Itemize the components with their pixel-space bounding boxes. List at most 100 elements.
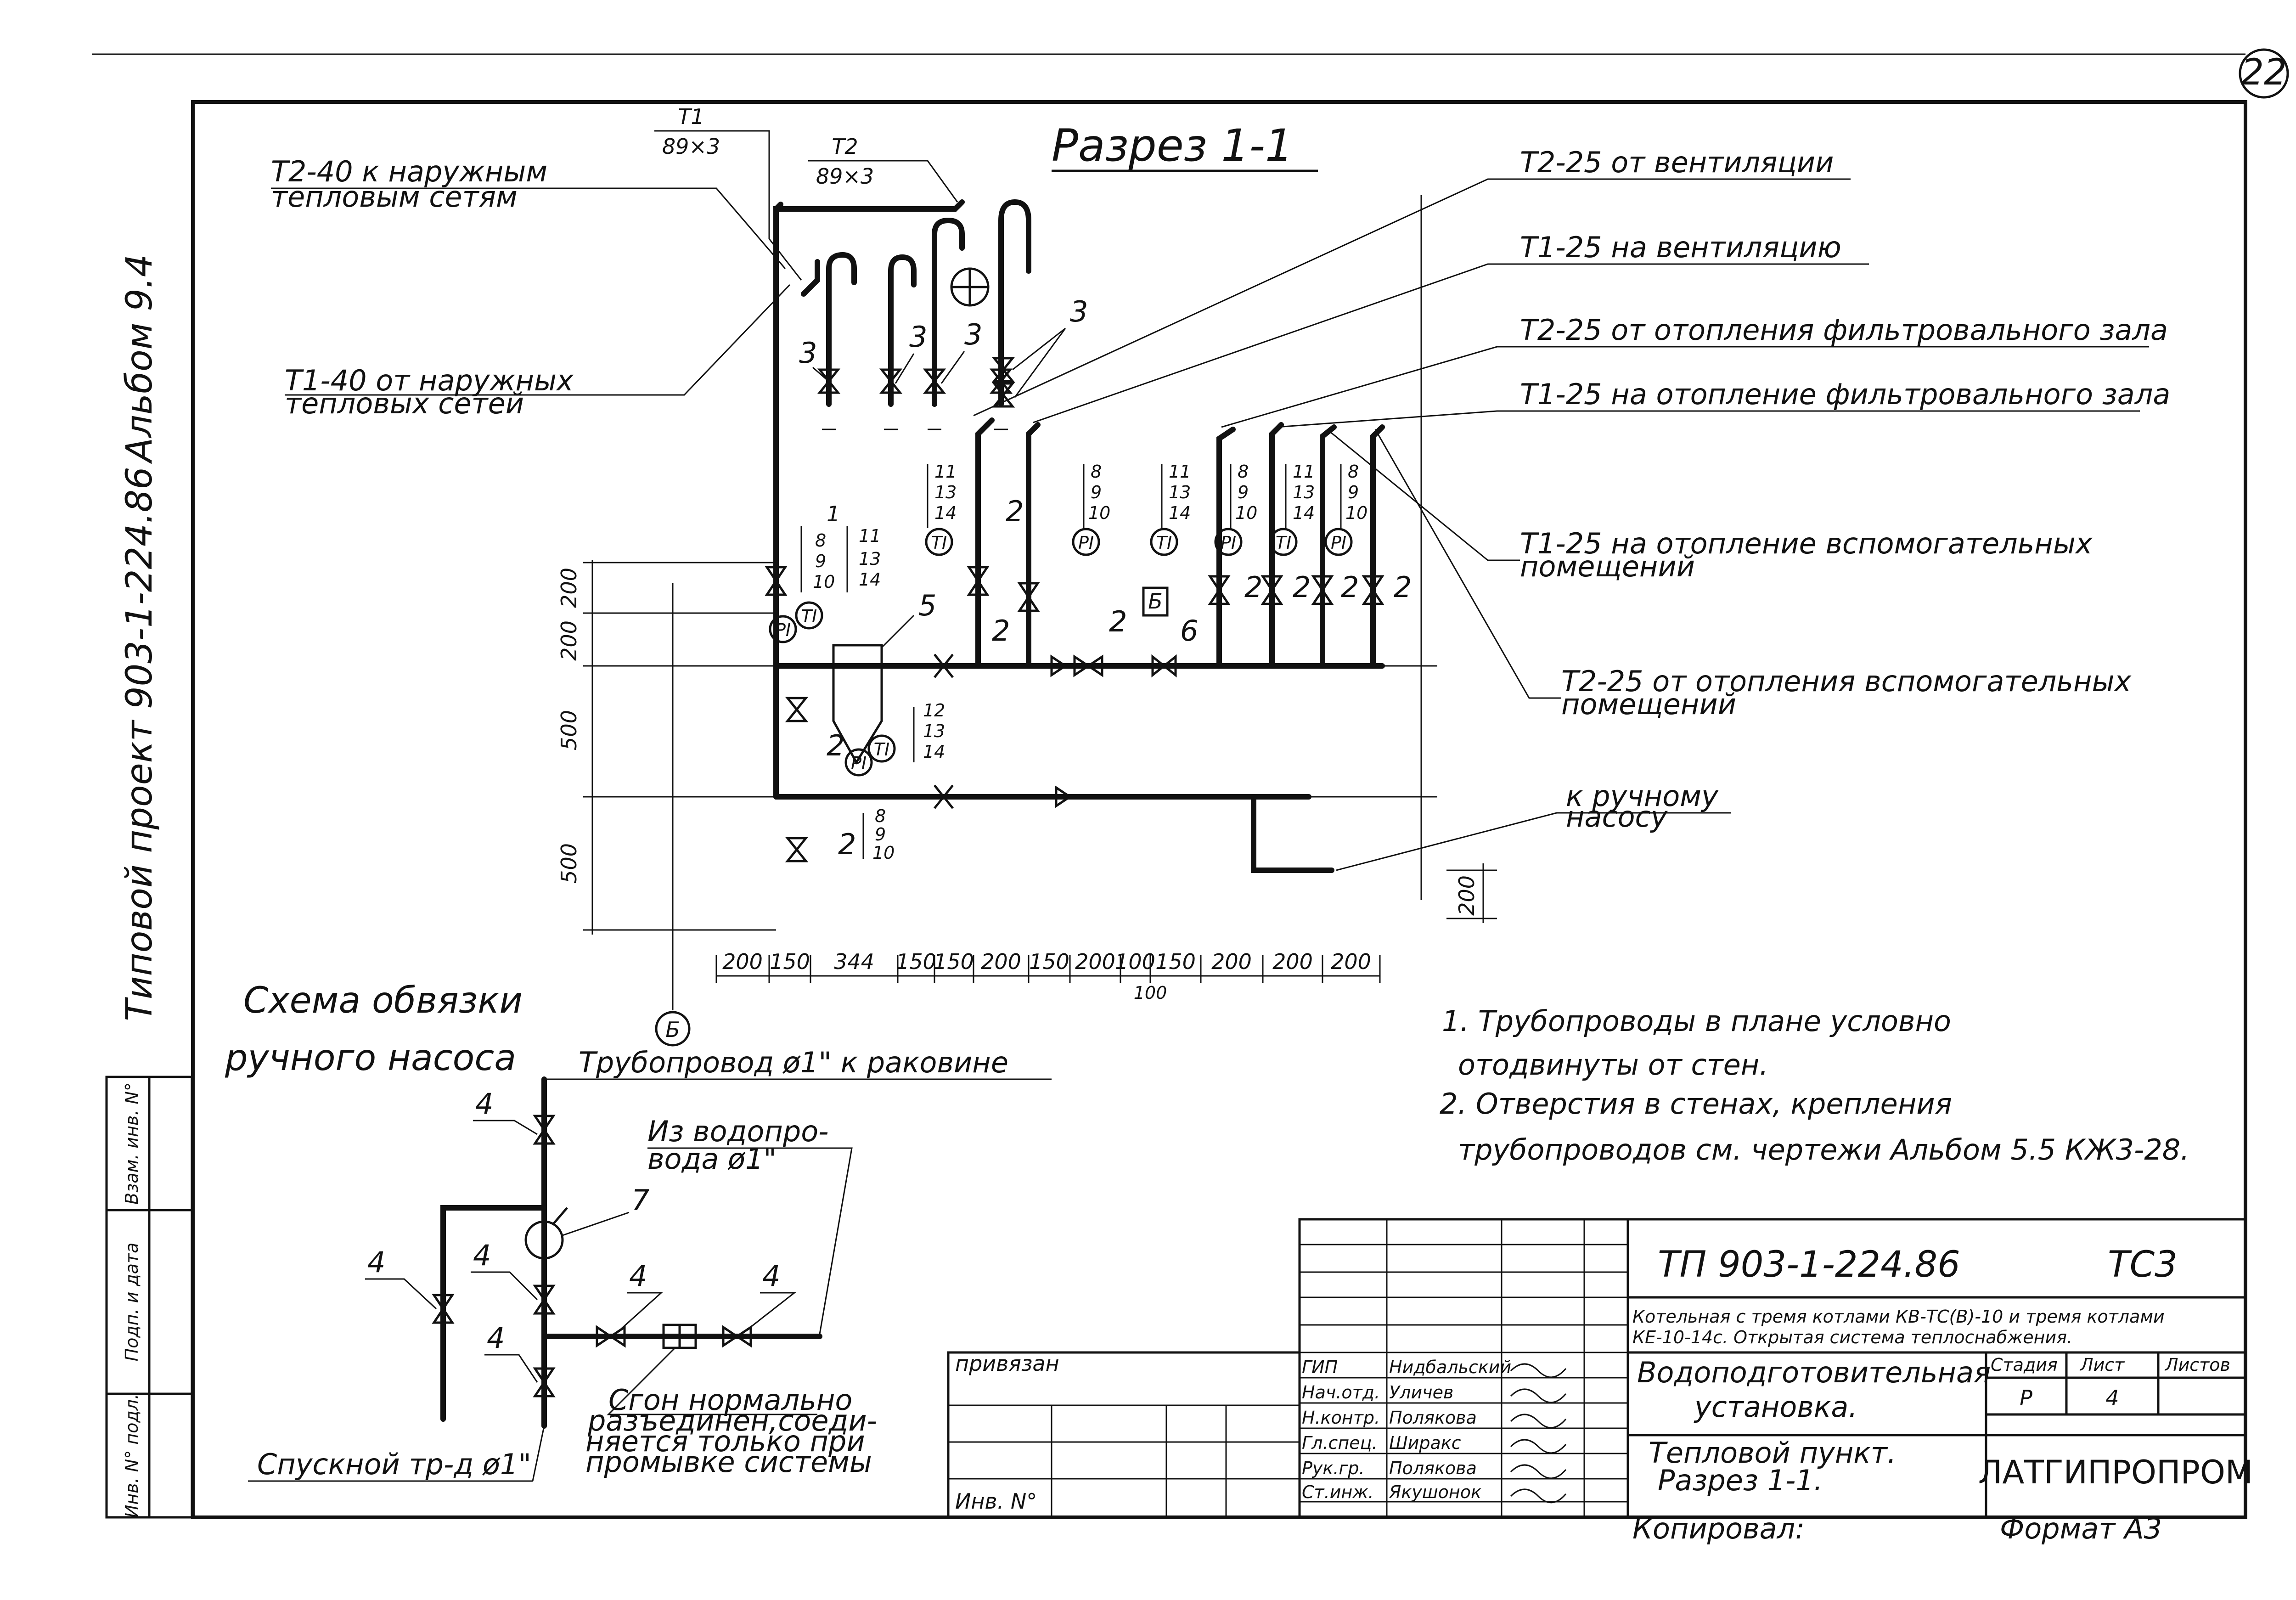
svg-text:4: 4 [762,1259,780,1293]
svg-text:Т1: Т1 [678,104,704,129]
svg-text:200: 200 [1211,949,1252,974]
svg-text:200: 200 [1272,949,1313,974]
svg-text:11: 11 [1169,462,1191,482]
svg-text:2: 2 [1394,570,1412,604]
coupling-note: Сгон нормально [608,1383,852,1417]
svg-text:PI: PI [1221,533,1236,553]
svg-text:150: 150 [896,949,936,974]
svg-text:11: 11 [1293,462,1315,482]
svg-text:4: 4 [487,1321,505,1355]
svg-text:1: 1 [827,501,840,526]
upper-valves [817,357,1015,430]
pipe-spec-t1: Т1 89×3 [654,104,802,281]
gauge-pi-5: PI [1324,528,1353,556]
svg-text:89×3: 89×3 [816,164,874,189]
right-labels: Т2-25 от вентиляции Т1-25 на вентиляцию … [973,146,2170,871]
gauge-pi-4: PI [1214,528,1243,556]
svg-text:2: 2 [1293,570,1311,604]
svg-text:12: 12 [923,700,945,721]
pipe-to-sink-label: Трубопровод ø1" к раковине [579,1046,1008,1079]
svg-text:14: 14 [1169,503,1191,523]
svg-text:9: 9 [1238,482,1249,502]
svg-text:500: 500 [557,843,581,884]
gauge-ti-2: TI [867,734,896,763]
label-t2-40: Т2-40 к наружным тепловым сетям [271,155,786,269]
svg-text:5: 5 [918,589,936,622]
svg-text:Разрез 1-1.: Разрез 1-1. [1658,1464,1823,1497]
gauge-pi-3: PI [1072,528,1100,556]
hand-pump-scheme: Схема обвязки ручного насоса Трубопровод… [225,980,1052,1482]
svg-text:3: 3 [909,320,927,354]
organization: ЛАТГИПРОПРОМ [1978,1454,2253,1491]
svg-text:344: 344 [834,949,874,974]
svg-text:Полякова: Полякова [1389,1458,1477,1478]
main-riser [773,199,965,800]
svg-text:Якушонок: Якушонок [1389,1482,1481,1502]
svg-text:2: 2 [838,828,856,861]
svg-text:тепловым сетям: тепловым сетям [271,180,518,214]
svg-text:Полякова: Полякова [1389,1408,1477,1428]
svg-text:4: 4 [367,1245,385,1279]
document-mark: ТС3 [2108,1244,2178,1285]
svg-text:100: 100 [1134,983,1167,1003]
svg-text:14: 14 [934,503,957,523]
svg-text:Т2: Т2 [832,134,858,159]
svg-text:промывке системы: промывке системы [585,1445,872,1479]
sheet-value: 4 [2105,1386,2119,1410]
svg-text:2: 2 [827,729,844,762]
gauge-pi-2: PI [844,748,873,777]
svg-text:13: 13 [923,721,945,741]
svg-text:11: 11 [934,462,957,482]
axis-b-marker: Б [655,992,691,1047]
svg-text:Нач.отд.: Нач.отд. [1302,1382,1380,1403]
svg-text:PI: PI [775,620,791,640]
svg-text:8: 8 [1238,462,1249,482]
svg-text:трубопроводов см. чертежи Альб: трубопроводов см. чертежи Альбом 5.5 КЖ3… [1458,1133,2189,1166]
svg-text:150: 150 [934,949,974,974]
svg-text:Шиpaкс: Шиpaкс [1389,1433,1461,1453]
svg-text:PI: PI [1078,533,1094,553]
svg-text:7: 7 [631,1183,649,1217]
water-supply-label: Из водопро- [647,1115,829,1148]
svg-text:200: 200 [981,949,1021,974]
headers [583,654,1437,873]
horizontal-dimensions: 200 150 344 150 150 200 150 200 100 150 … [715,863,1497,1003]
svg-text:150: 150 [1029,949,1069,974]
label-r4: Т1-25 на отопление фильтровального зала [1520,377,2170,411]
note-2: 2. Отверстия в стенах, крепления [1440,1087,1952,1121]
stamp-column: Взам. инв. N° Подп. и дата Инв. N° подл. [105,1076,193,1519]
svg-text:2: 2 [1109,605,1127,638]
svg-text:PI: PI [851,753,867,773]
project-description: Котельная с тремя котлами КВ-ТС(В)-10 и … [1632,1307,2165,1327]
svg-text:10: 10 [872,843,895,863]
sheet-number-text: 22 [2241,52,2286,93]
general-notes: 1. Трубопроводы в плане условно отодвину… [1440,1004,2189,1166]
svg-text:10: 10 [813,572,835,592]
svg-text:TI: TI [801,606,817,626]
svg-text:13: 13 [1169,482,1191,502]
svg-text:3: 3 [1070,295,1088,328]
svg-text:Н.контр.: Н.контр. [1302,1408,1380,1428]
document-code: ТП 903-1-224.86 [1658,1244,1960,1285]
svg-text:Листов: Листов [2164,1355,2230,1375]
svg-text:TI: TI [931,533,947,553]
svg-text:установка.: установка. [1694,1390,1857,1424]
label-r5: Т1-25 на отопление вспомогательных [1520,527,2093,560]
signatures [1510,1363,1567,1504]
svg-text:200: 200 [1454,875,1479,916]
svg-text:Лист: Лист [2079,1355,2125,1375]
svg-text:Т1-40 от наружных: Т1-40 от наружных [285,364,574,397]
label-r1: Т2-25 от вентиляции [1520,146,1834,179]
label-r6: Т2-25 от отопления вспомогательных [1561,665,2132,698]
svg-text:200: 200 [1075,949,1115,974]
riser-valves [765,566,1384,862]
svg-text:Гл.спец.: Гл.спец. [1302,1433,1378,1453]
sheet-name: Тепловой пункт. [1649,1436,1896,1470]
svg-text:вода ø1": вода ø1" [647,1142,777,1176]
stamp-sign-date: Подп. и дата [122,1243,142,1362]
svg-text:13: 13 [859,549,881,569]
svg-text:8: 8 [1348,462,1359,482]
svg-text:ГИП: ГИП [1302,1357,1338,1377]
project-label: Типовой проект 903-1-224.86 [119,467,160,1021]
svg-text:10: 10 [1235,503,1257,523]
